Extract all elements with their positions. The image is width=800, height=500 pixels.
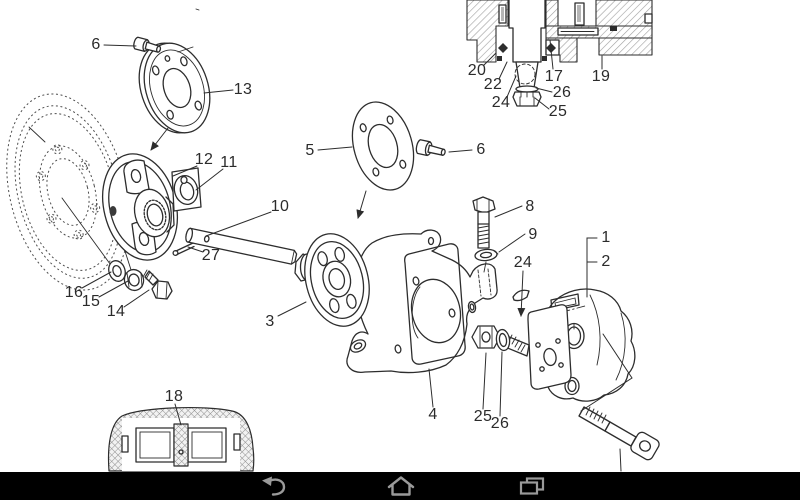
hex-bolt-8 (472, 196, 496, 249)
flange-disc-13 (138, 42, 211, 134)
bolt-6-left (133, 36, 162, 53)
bolt-6-right (415, 139, 446, 157)
back-button[interactable] (258, 474, 292, 498)
washer-16 (108, 260, 126, 282)
cross-section (466, 0, 653, 107)
rubber-pad-18 (107, 406, 255, 472)
drive-shaft-10 (185, 227, 298, 265)
seal-11-ear (180, 175, 188, 185)
android-navbar (0, 472, 800, 500)
shaft-washer-26 (495, 328, 511, 352)
leader-flywheel-washers (61, 197, 114, 269)
cotter-pin-27 (172, 242, 195, 257)
gasket-5 (351, 101, 415, 191)
recents-icon (519, 477, 545, 495)
woodruff-key-24 (512, 289, 530, 302)
back-icon (262, 476, 286, 496)
diagram-artwork (6, 0, 660, 472)
coupling-yoke (102, 153, 178, 261)
flywheel-edge-tick (28, 126, 46, 143)
bolt-14 (142, 269, 173, 300)
home-button[interactable] (384, 474, 418, 498)
recents-button[interactable] (515, 474, 549, 498)
mounting-bracket-4 (346, 229, 498, 374)
hydraulic-pump (504, 288, 636, 402)
shaft-nut-25 (471, 325, 501, 349)
leader-lines (81, 8, 633, 472)
yoke-stud (109, 206, 117, 216)
cap-screw (578, 406, 660, 461)
home-icon (387, 476, 415, 496)
drive-hub-3 (294, 233, 370, 327)
lock-washer-9 (474, 248, 499, 273)
